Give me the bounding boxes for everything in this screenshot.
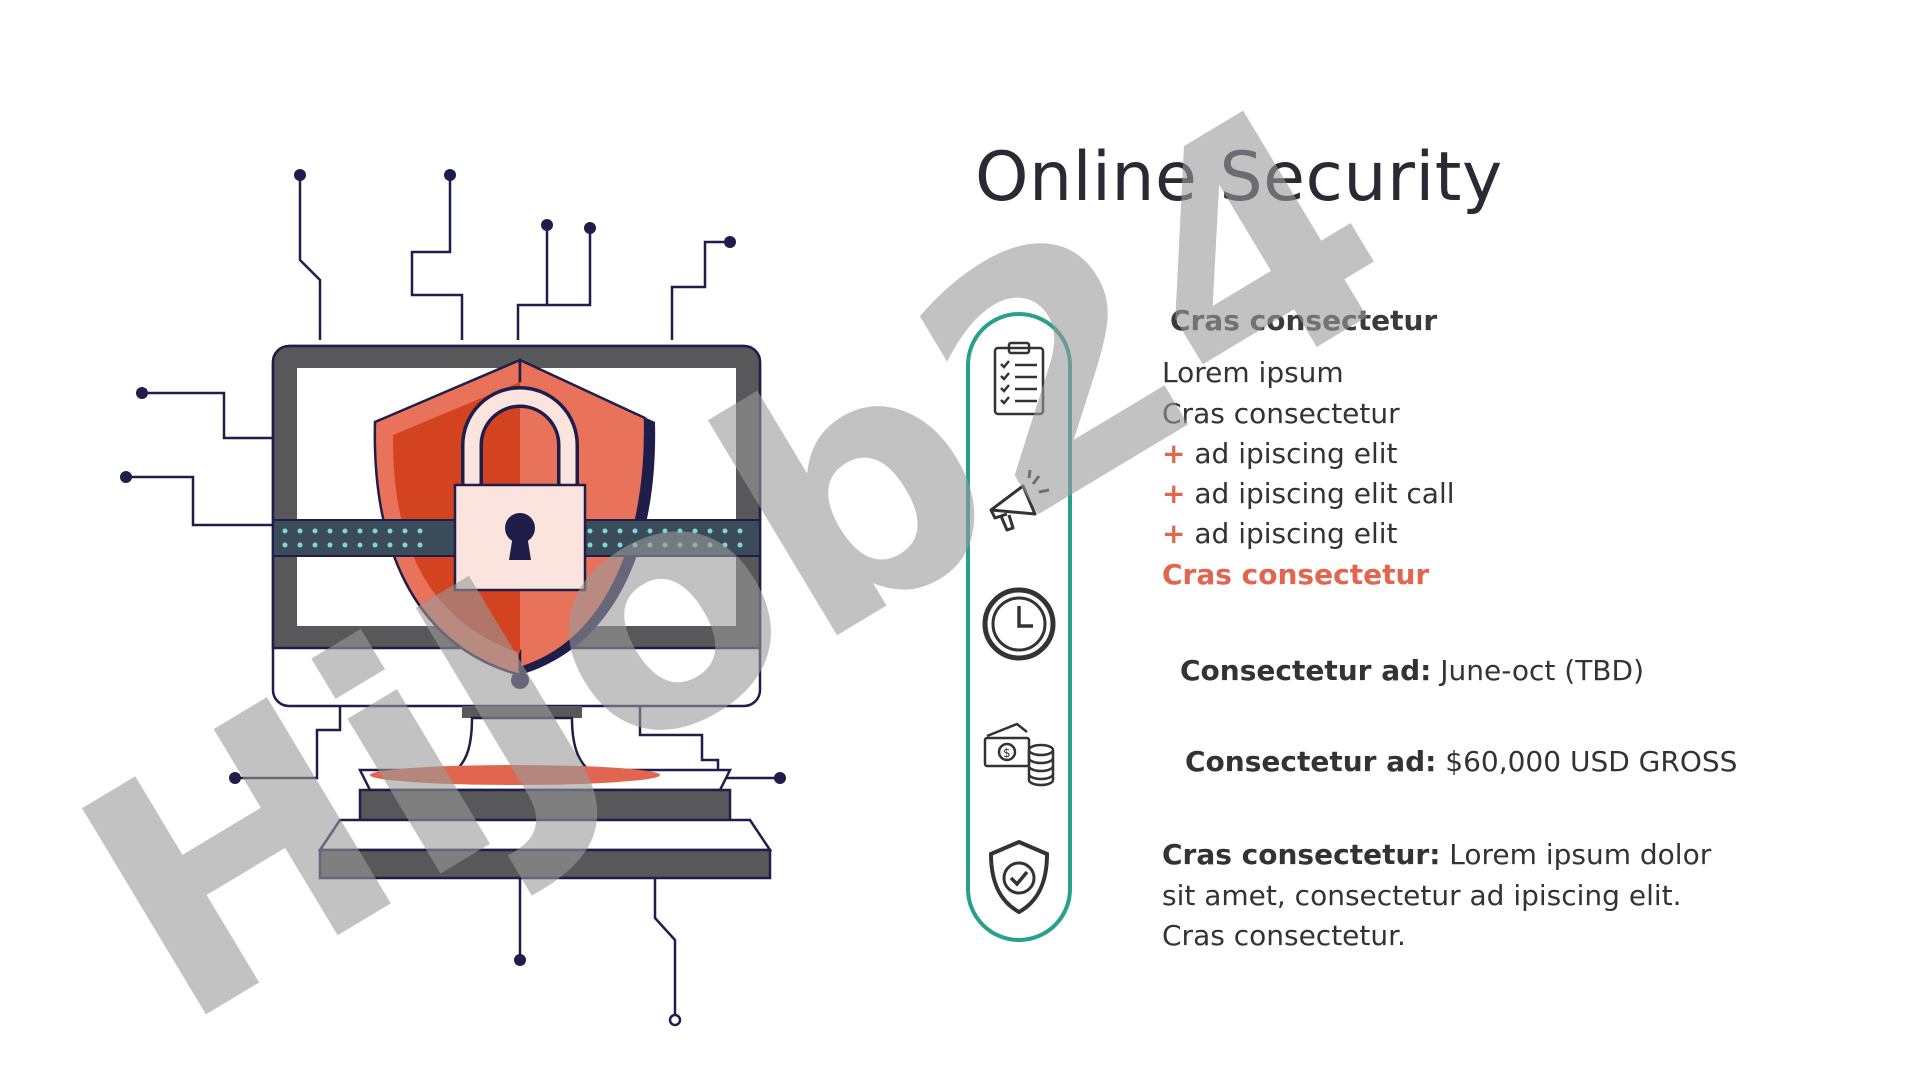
detail-label: Consectetur ad: — [1180, 654, 1432, 687]
plus-icon: + — [1162, 437, 1186, 470]
megaphone-icon — [989, 469, 1050, 532]
security-illustration — [120, 169, 786, 1027]
detail-value: $60,000 USD GROSS — [1445, 745, 1738, 778]
detail-budget: Consectetur ad: $60,000 USD GROSS — [1185, 745, 1737, 778]
highlight-text: Cras consectetur — [1162, 558, 1430, 591]
note-line: Cras consectetur. — [1162, 919, 1406, 952]
list-line: Cras consectetur — [1162, 397, 1400, 430]
bullet-item: + ad ipiscing elit — [1162, 517, 1397, 550]
checklist-icon — [993, 341, 1045, 416]
shield-check-icon — [988, 839, 1050, 915]
bullet-item: + ad ipiscing elit — [1162, 437, 1397, 470]
icon-column — [966, 312, 1072, 942]
detail-value: June-oct (TBD) — [1440, 654, 1644, 687]
section-heading: Cras consectetur — [1170, 304, 1438, 337]
detail-label: Consectetur ad: — [1185, 745, 1437, 778]
note-line: Cras consectetur: Lorem ipsum dolor — [1162, 838, 1711, 871]
bullet-text: ad ipiscing elit call — [1194, 477, 1455, 510]
bullet-text: ad ipiscing elit — [1194, 437, 1398, 470]
note-text: Lorem ipsum dolor — [1449, 838, 1712, 871]
bullet-text: ad ipiscing elit — [1194, 517, 1398, 550]
note-label: Cras consectetur: — [1162, 838, 1441, 871]
list-line: Lorem ipsum — [1162, 356, 1344, 389]
cash-coins-icon: $ — [983, 722, 1055, 787]
svg-text:$: $ — [1003, 746, 1011, 760]
detail-date: Consectetur ad: June-oct (TBD) — [1180, 654, 1644, 687]
page-title: Online Security — [975, 138, 1503, 217]
plus-icon: + — [1162, 517, 1186, 550]
clock-icon — [982, 587, 1056, 661]
bullet-item: + ad ipiscing elit call — [1162, 477, 1455, 510]
plus-icon: + — [1162, 477, 1186, 510]
note-line: sit amet, consectetur ad ipiscing elit. — [1162, 879, 1682, 912]
